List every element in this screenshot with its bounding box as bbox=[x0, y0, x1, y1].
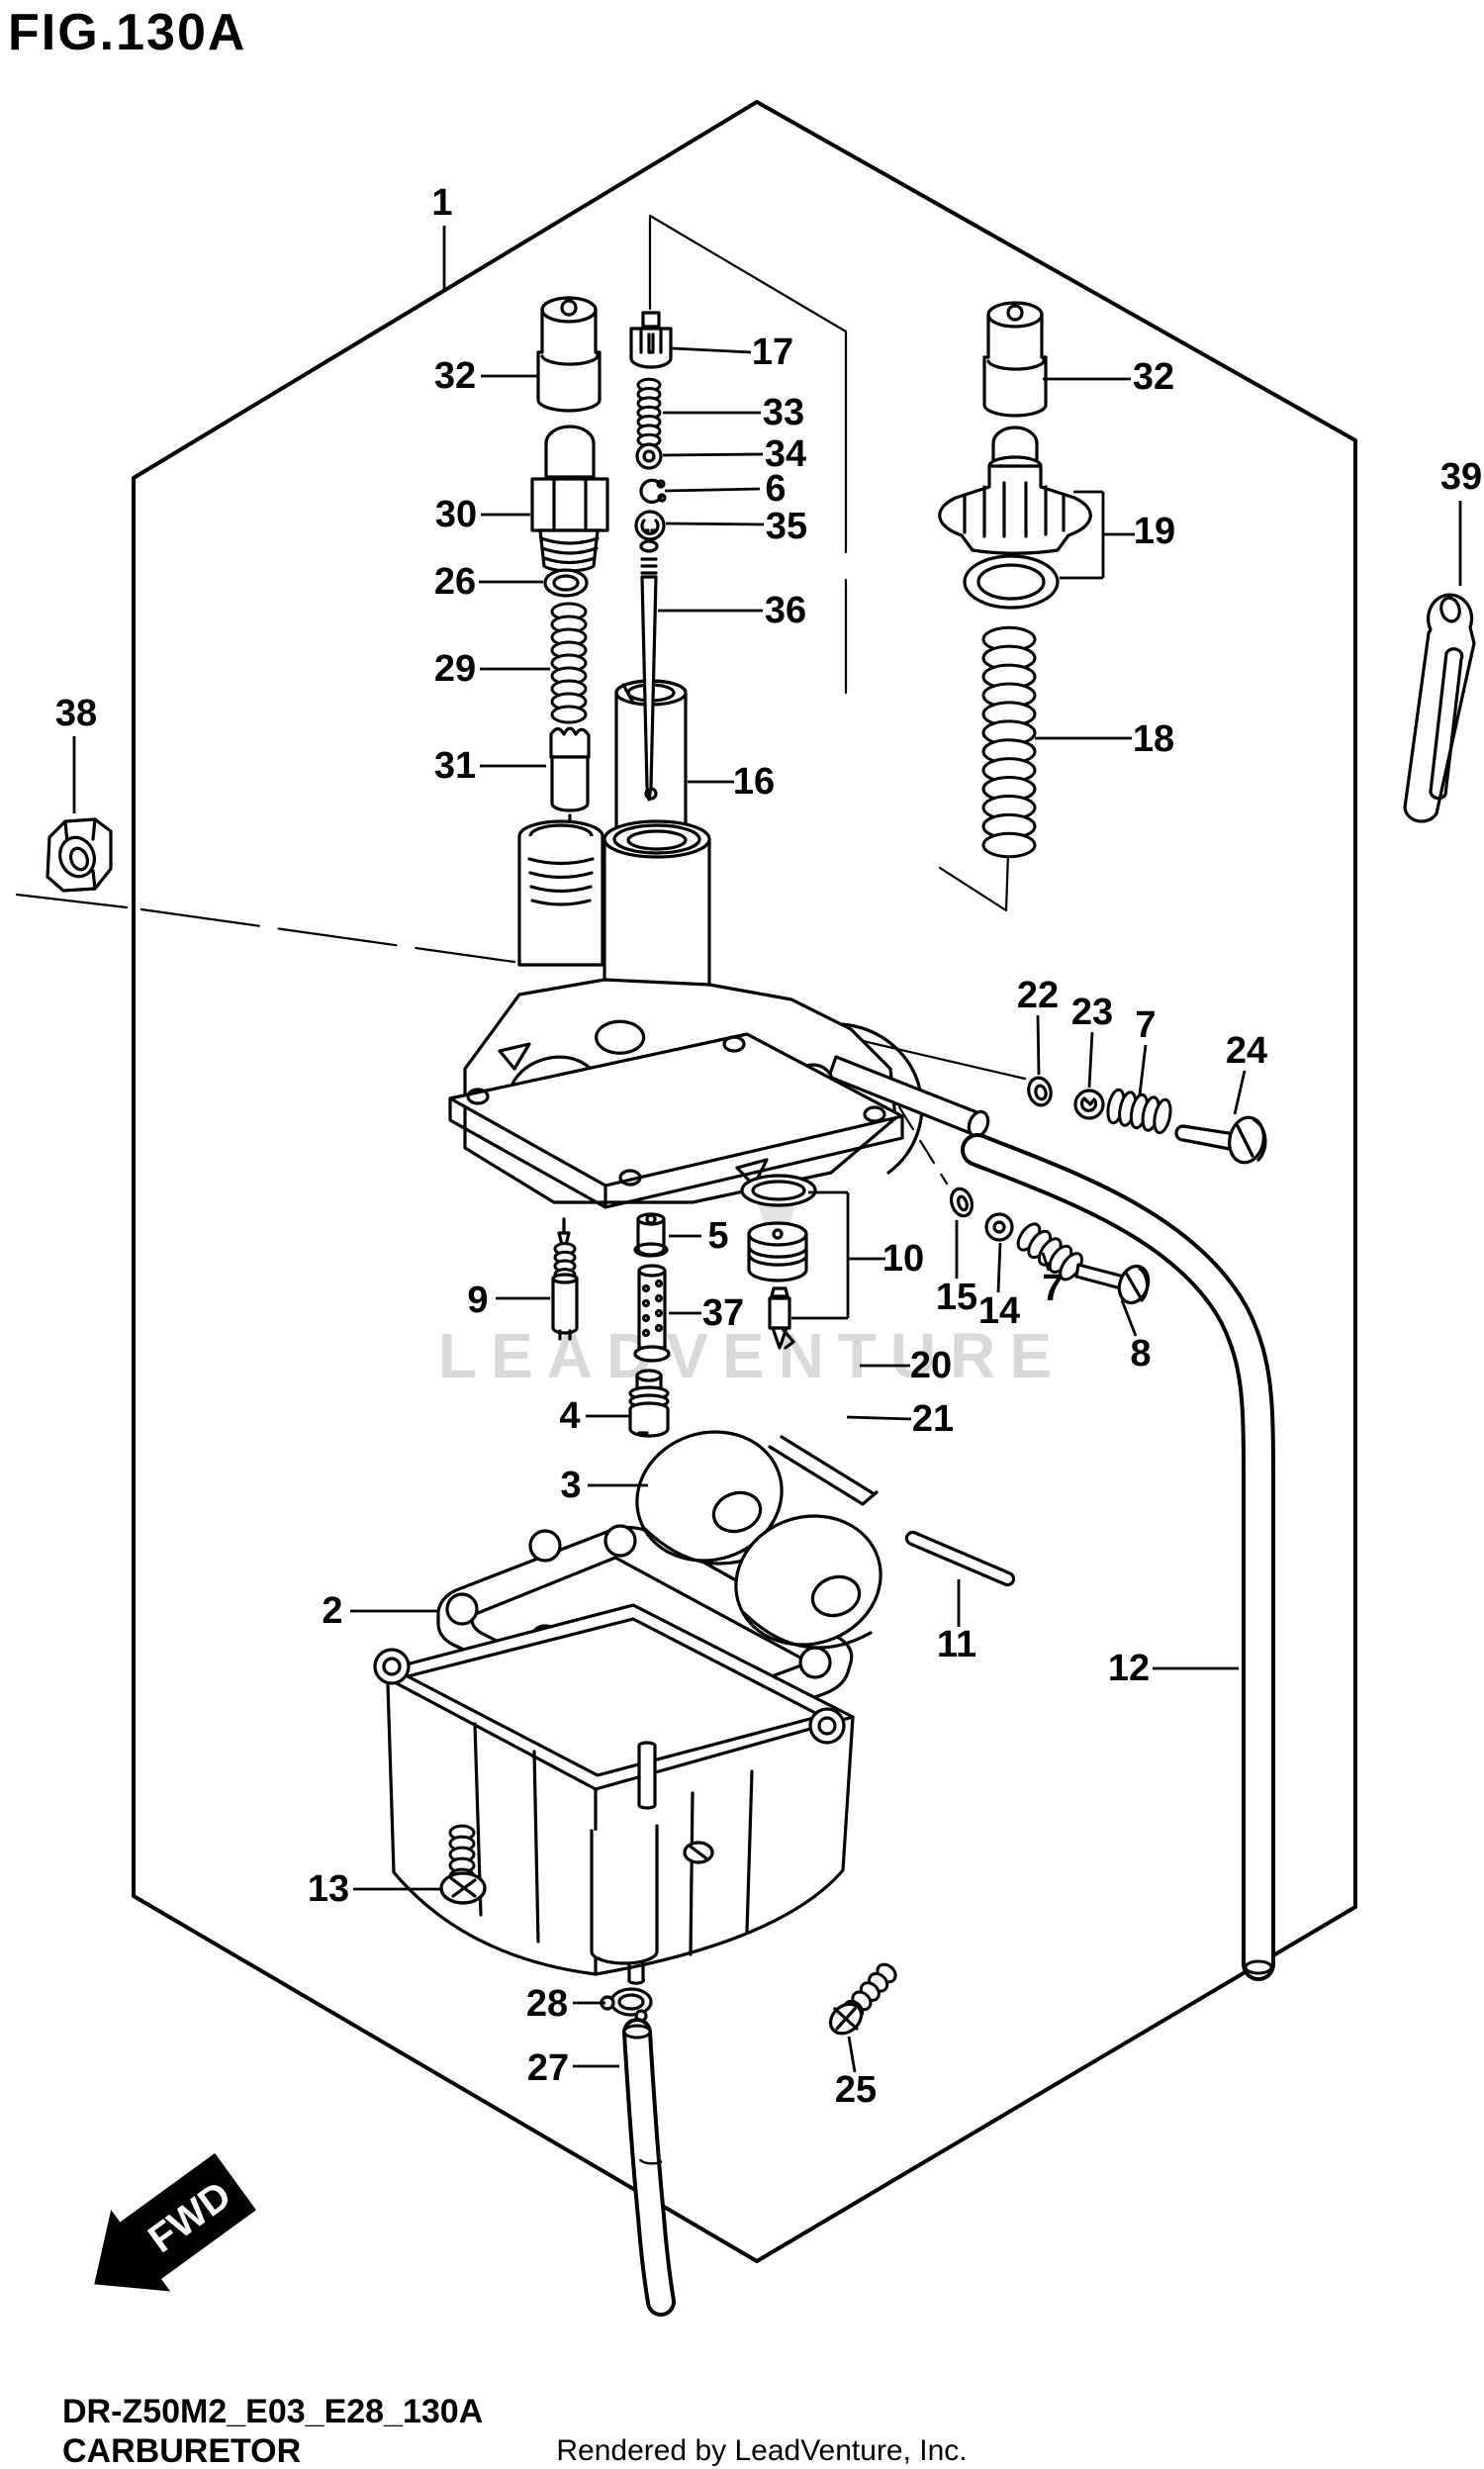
part-nut-38 bbox=[46, 817, 113, 893]
part-screw-8 bbox=[1074, 1263, 1151, 1305]
callout-1: 1 bbox=[431, 182, 452, 224]
part-oring-28 bbox=[600, 1987, 653, 2023]
part-washer-23 bbox=[1073, 1089, 1105, 1120]
fwd-arrow: FWD bbox=[94, 2152, 256, 2292]
part-float-chamber bbox=[373, 1603, 855, 1985]
callout-6: 6 bbox=[765, 468, 786, 510]
callout-7: 7 bbox=[1135, 1004, 1156, 1046]
callout-16: 16 bbox=[733, 761, 775, 803]
callout-8: 8 bbox=[1130, 1333, 1151, 1375]
callout-23: 23 bbox=[1071, 992, 1113, 1033]
callout-37: 37 bbox=[702, 1292, 744, 1334]
callout-18: 18 bbox=[1133, 718, 1174, 760]
callout-33: 33 bbox=[763, 392, 804, 433]
part-overflow-hose-27 bbox=[622, 2018, 676, 2317]
part-spring-7-lower bbox=[1016, 1222, 1083, 1282]
callout-13: 13 bbox=[308, 1868, 349, 1910]
callout-20: 20 bbox=[910, 1345, 952, 1386]
part-washer-34 bbox=[635, 442, 663, 470]
callout-28: 28 bbox=[526, 1983, 568, 2025]
callout-39: 39 bbox=[1440, 456, 1482, 498]
leader-lines bbox=[72, 226, 1462, 2073]
callout-19: 19 bbox=[1134, 511, 1175, 552]
part-float-valve-10 bbox=[740, 1174, 817, 1350]
callout-12: 12 bbox=[1108, 1648, 1150, 1689]
callout-31: 31 bbox=[434, 745, 476, 787]
callout-10: 10 bbox=[882, 1238, 924, 1280]
part-cap-32-left bbox=[536, 296, 602, 413]
part-spring-29 bbox=[550, 602, 588, 724]
figure-title: FIG.130A bbox=[8, 4, 246, 61]
part-cap-32-right bbox=[982, 301, 1048, 418]
callout-22: 22 bbox=[1017, 975, 1059, 1016]
part-pilot-screw-9 bbox=[551, 1217, 579, 1341]
part-washer-35 bbox=[634, 510, 666, 541]
part-float-3 bbox=[635, 1430, 882, 1650]
callout-7: 7 bbox=[1042, 1268, 1063, 1309]
part-jet-5 bbox=[633, 1212, 669, 1258]
callout-5: 5 bbox=[707, 1215, 728, 1257]
part-valve-30 bbox=[530, 425, 609, 573]
callout-36: 36 bbox=[765, 590, 806, 631]
part-holder-39 bbox=[1403, 593, 1476, 823]
part-jet-needle-36 bbox=[639, 539, 659, 802]
callout-11: 11 bbox=[937, 1624, 976, 1665]
part-screw-25 bbox=[828, 1962, 897, 2036]
callout-32: 32 bbox=[434, 355, 476, 397]
callout-34: 34 bbox=[765, 433, 806, 475]
part-jet-4 bbox=[628, 1369, 670, 1438]
footer-figure-name: CARBURETOR bbox=[62, 2432, 301, 2469]
part-washer-14 bbox=[984, 1212, 1014, 1242]
callout-14: 14 bbox=[978, 1290, 1020, 1332]
callout-29: 29 bbox=[434, 648, 476, 690]
callout-26: 26 bbox=[434, 561, 476, 603]
callout-30: 30 bbox=[435, 494, 477, 535]
part-spring-18 bbox=[981, 625, 1037, 859]
part-float-pin-11 bbox=[904, 1530, 1016, 1587]
callout-35: 35 bbox=[766, 506, 807, 547]
callout-32: 32 bbox=[1133, 356, 1174, 398]
callout-15: 15 bbox=[936, 1277, 977, 1318]
callout-24: 24 bbox=[1226, 1030, 1267, 1072]
part-holder-37 bbox=[633, 1264, 671, 1363]
callout-21: 21 bbox=[912, 1398, 954, 1440]
callout-4: 4 bbox=[559, 1395, 580, 1437]
callout-17: 17 bbox=[752, 332, 793, 373]
callout-27: 27 bbox=[527, 2047, 569, 2089]
part-oring-26 bbox=[543, 568, 589, 598]
part-spring-33 bbox=[636, 377, 662, 448]
part-oring-15 bbox=[949, 1187, 974, 1218]
callout-2: 2 bbox=[322, 1590, 342, 1632]
part-fuel-hose-12 bbox=[961, 1133, 1275, 1981]
part-washer-22 bbox=[1027, 1076, 1053, 1107]
callout-25: 25 bbox=[835, 2069, 877, 2111]
footer-part-code: DR-Z50M2_E03_E28_130A bbox=[62, 2393, 483, 2430]
part-screw-24 bbox=[1174, 1115, 1267, 1165]
watermark-wordmark: LEADVENTURE bbox=[438, 1320, 1066, 1391]
callout-9: 9 bbox=[467, 1280, 488, 1321]
part-plunger-31 bbox=[549, 726, 591, 849]
part-spring-7-upper bbox=[1106, 1088, 1172, 1135]
footer-credit: Rendered by LeadVenture, Inc. bbox=[556, 2434, 967, 2467]
part-cable-holder-17 bbox=[629, 311, 673, 369]
callout-3: 3 bbox=[560, 1465, 581, 1506]
part-carburetor-body bbox=[448, 819, 990, 1209]
part-choke-knob-19 bbox=[938, 426, 1092, 610]
callout-38: 38 bbox=[55, 693, 97, 734]
part-eclip-6 bbox=[639, 478, 667, 504]
